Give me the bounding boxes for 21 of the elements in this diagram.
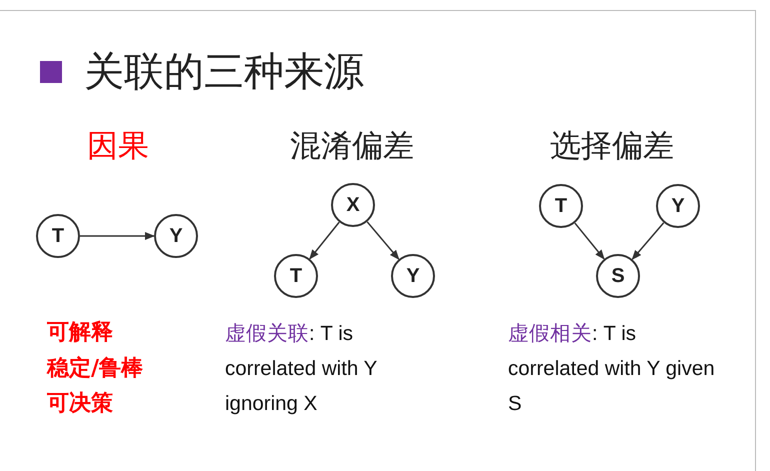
- section-heading: 因果: [86, 127, 150, 166]
- node-circle: T: [36, 214, 80, 258]
- node-circle: T: [539, 184, 583, 228]
- section-heading: 混淆偏差: [289, 127, 415, 166]
- description-text: 虚假关联: T is correlated with Y ignoring X: [225, 321, 378, 417]
- arrow: [309, 222, 340, 260]
- benefit-text: 可决策: [47, 390, 113, 418]
- section-heading: 选择偏差: [549, 127, 675, 166]
- node-circle: T: [274, 254, 318, 298]
- benefit-text: 稳定/鲁棒: [47, 354, 144, 382]
- arrow: [574, 222, 605, 260]
- node-circle: Y: [391, 254, 435, 298]
- arrow: [632, 222, 664, 260]
- node-circle: X: [331, 183, 375, 227]
- node-circle: S: [596, 254, 640, 298]
- node-circle: Y: [656, 184, 700, 228]
- benefit-text: 可解释: [47, 319, 113, 347]
- node-circle: Y: [154, 214, 198, 258]
- title: 关联的三种来源: [84, 48, 364, 97]
- arrow: [80, 232, 155, 240]
- description-text: 虚假相关: T is correlated with Y given S: [508, 321, 716, 417]
